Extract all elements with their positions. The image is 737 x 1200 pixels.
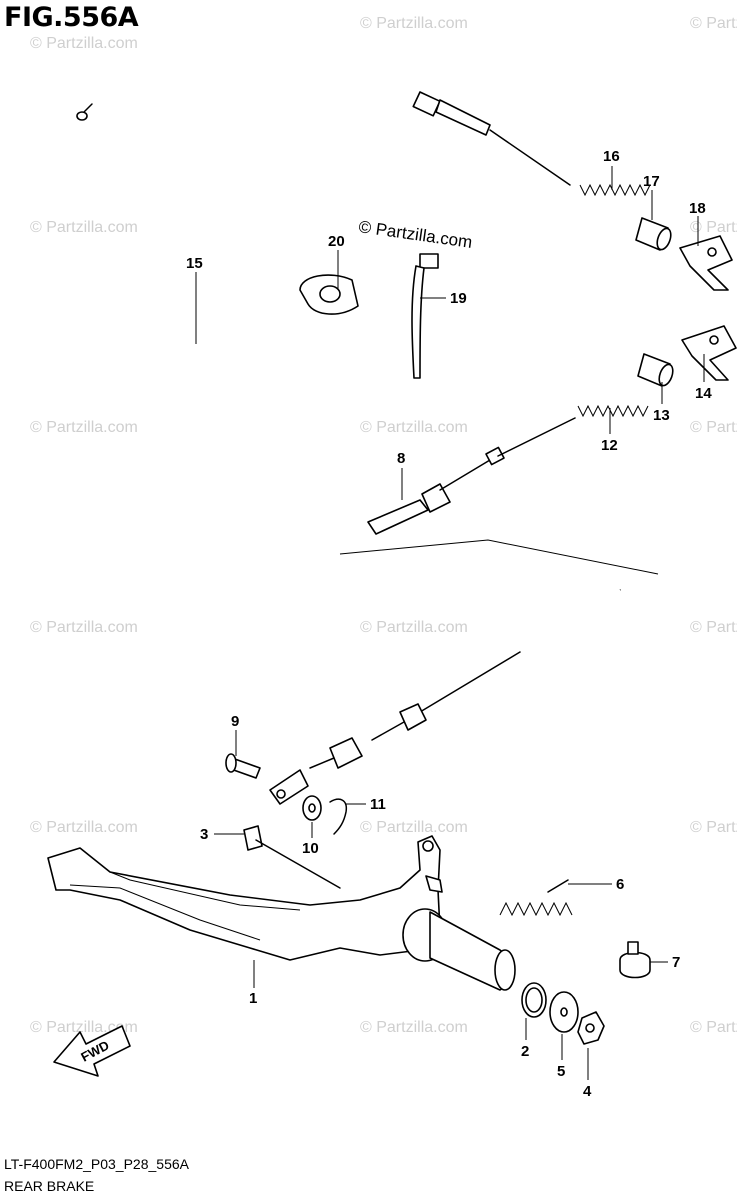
callout-3: 3: [200, 826, 208, 843]
callout-12: 12: [601, 437, 618, 454]
return-spring: [499, 879, 573, 917]
callout-1: 1: [249, 990, 257, 1007]
spring-upper: [579, 183, 651, 197]
cable-tie: [411, 253, 439, 379]
callout-2: 2: [521, 1043, 529, 1060]
watermark-layer: © Partzilla.com © Partzilla.com © Partzi…: [30, 15, 737, 1036]
figure-title: FIG.556A: [4, 2, 139, 33]
callout-4: 4: [583, 1083, 592, 1100]
watermark: © Partzilla.com: [360, 619, 468, 636]
callout-18: 18: [689, 200, 706, 217]
watermark: © Partzilla.com: [690, 15, 737, 32]
callout-9: 9: [231, 713, 239, 730]
watermark: © Partzilla.com: [690, 1019, 737, 1036]
stop-nut: [619, 941, 651, 979]
o-ring: [521, 982, 547, 1018]
callout-14: 14: [695, 385, 712, 402]
washer: [302, 795, 322, 821]
spring-lower: [577, 404, 649, 418]
clevis-lower: [681, 325, 737, 381]
watermark: © Partzilla.com: [30, 219, 138, 236]
callout-7: 7: [672, 954, 680, 971]
callout-8: 8: [397, 450, 405, 467]
watermark: © Partzilla.com: [360, 419, 468, 436]
callout-10: 10: [302, 840, 319, 857]
watermark: © Partzilla.com: [360, 15, 468, 32]
watermark: © Partzilla.com: [30, 35, 138, 52]
watermark: © Partzilla.com: [690, 619, 737, 636]
callout-15: 15: [186, 255, 203, 272]
brake-cable-lower: [269, 417, 659, 805]
pin-lower: [637, 353, 674, 387]
flange-nut: [577, 1011, 605, 1045]
watermark: © Partzilla.com: [690, 819, 737, 836]
brake-pedal: [47, 835, 516, 991]
watermark: © Partzilla.com: [360, 1019, 468, 1036]
watermark: © Partzilla.com: [30, 619, 138, 636]
cotter-pin: [329, 798, 348, 835]
callout-20: 20: [328, 233, 345, 250]
callout-19: 19: [450, 290, 467, 307]
clevis-upper: [679, 235, 733, 291]
watermark: © Partzilla.com: [360, 819, 468, 836]
watermark: © Partzilla.com: [690, 219, 737, 236]
brake-cable-upper: [6, 62, 571, 395]
copyright-mark: © Partzilla.com: [357, 217, 473, 252]
callout-5: 5: [557, 1063, 565, 1080]
callout-13: 13: [653, 407, 670, 424]
clevis-pin: [225, 753, 261, 779]
flat-washer: [549, 991, 579, 1033]
watermark: © Partzilla.com: [30, 819, 138, 836]
callout-11: 11: [370, 796, 386, 813]
callout-labels: 15 20 19 16 17 18 8 12 13 14 9 11 10 3 6…: [186, 148, 712, 1100]
cable-clamp: [299, 274, 359, 315]
callout-6: 6: [616, 876, 624, 893]
diagram-code: LT-F400FM2_P03_P28_556A: [4, 1156, 189, 1172]
callout-16: 16: [603, 148, 620, 165]
watermark: © Partzilla.com: [30, 419, 138, 436]
leader-lines: [195, 166, 705, 1080]
callout-17: 17: [643, 173, 660, 190]
diagram-caption: REAR BRAKE: [4, 1178, 95, 1194]
bolt: [243, 825, 341, 889]
watermark: © Partzilla.com: [690, 419, 737, 436]
pin-upper: [635, 217, 672, 251]
